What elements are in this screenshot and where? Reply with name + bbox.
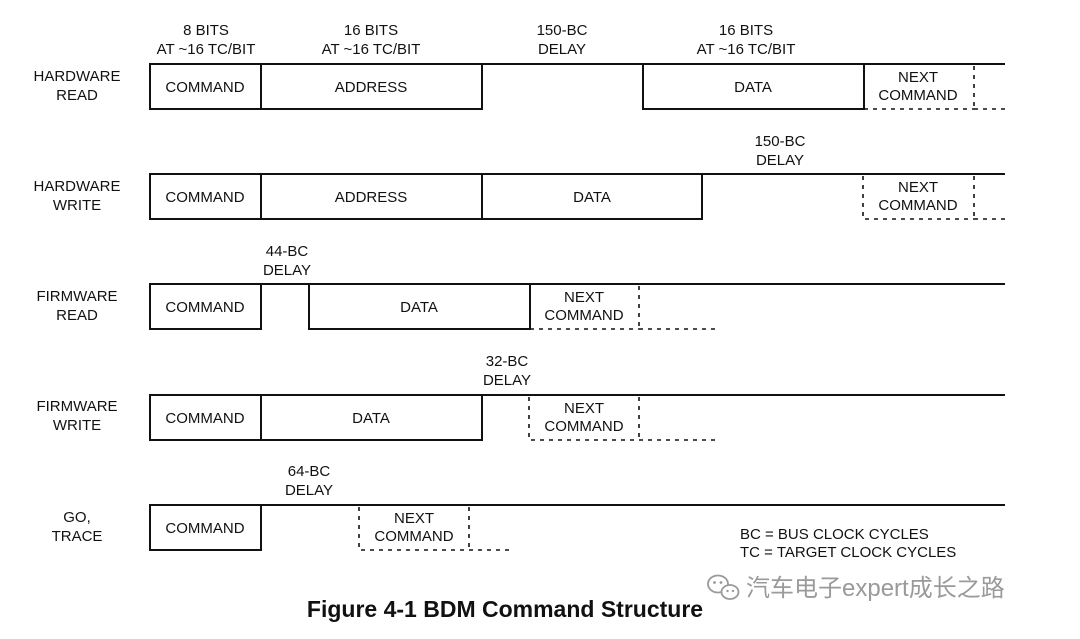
delay-label-1: 64-BC (288, 463, 331, 480)
address-bits-label-2: AT ~16 TC/BIT (322, 41, 421, 58)
next-command-dashed-outline (862, 176, 1005, 220)
delay-label-1: 32-BC (486, 353, 529, 370)
data-cell-text: DATA (400, 299, 438, 316)
delay-label-2: DELAY (285, 482, 333, 499)
delay-label-2: DELAY (263, 262, 311, 279)
data-cell-text: DATA (734, 79, 772, 96)
row-label-line-2: WRITE (53, 197, 101, 214)
figure-caption: Figure 4-1 BDM Command Structure (307, 596, 703, 622)
next-command-text-1: NEXT (898, 179, 938, 196)
row-label-line-2: READ (56, 307, 98, 324)
address-cell-text: ADDRESS (335, 79, 408, 96)
next-command-text-2: COMMAND (544, 418, 623, 435)
row-hardware-read: HARDWARE READ COMMAND ADDRESS DATA NEXT … (34, 63, 1005, 110)
delay-label-1: 44-BC (266, 243, 309, 260)
command-cell-text: COMMAND (165, 299, 244, 316)
command-cell (149, 504, 262, 551)
legend: BC = BUS CLOCK CYCLES TC = TARGET CLOCK … (740, 526, 956, 561)
row-label-line-1: GO, (63, 509, 91, 526)
next-command-dashed-outline (528, 397, 718, 441)
data-bits-label-2: AT ~16 TC/BIT (697, 41, 796, 58)
next-command-text-1: NEXT (898, 69, 938, 86)
data-cell-text: DATA (352, 410, 390, 427)
top-labels: 8 BITS AT ~16 TC/BIT 16 BITS AT ~16 TC/B… (157, 22, 796, 58)
legend-bc: BC = BUS CLOCK CYCLES (740, 526, 929, 543)
command-bits-label-1: 8 BITS (183, 22, 229, 39)
address-cell-text: ADDRESS (335, 189, 408, 206)
wechat-icon (707, 574, 740, 600)
address-cell (260, 173, 483, 220)
next-command-text-2: COMMAND (878, 87, 957, 104)
data-cell (260, 394, 483, 441)
command-cell-text: COMMAND (165, 189, 244, 206)
delay-label-1: 150-BC (755, 133, 806, 150)
row-go-trace: 64-BC DELAY GO, TRACE COMMAND NEXT COMMA… (52, 463, 1005, 551)
row-label-line-1: HARDWARE (34, 178, 121, 195)
command-cell (149, 283, 262, 330)
row-hardware-write: 150-BC DELAY HARDWARE WRITE COMMAND ADDR… (34, 133, 1005, 220)
next-command-text-1: NEXT (564, 289, 604, 306)
next-command-text-2: COMMAND (544, 307, 623, 324)
data-cell-text: DATA (573, 189, 611, 206)
row-label-line-2: READ (56, 87, 98, 104)
next-command-dashed-outline (358, 507, 514, 551)
address-bits-label-1: 16 BITS (344, 22, 398, 39)
next-command-dashed-outline (530, 286, 718, 330)
watermark: 汽车电子expert成长之路 (707, 574, 1005, 602)
data-cell (642, 63, 865, 110)
command-bits-label-2: AT ~16 TC/BIT (157, 41, 256, 58)
data-cell (481, 173, 703, 220)
command-cell-text: COMMAND (165, 410, 244, 427)
command-cell-text: COMMAND (165, 520, 244, 537)
watermark-text: 汽车电子expert成长之路 (746, 575, 1005, 602)
data-cell (308, 283, 531, 330)
next-command-dashed-outline (864, 66, 975, 110)
delay-label-2: DELAY (483, 372, 531, 389)
row-label-line-2: WRITE (53, 417, 101, 434)
row-label-line-1: FIRMWARE (36, 398, 117, 415)
data-bits-label-1: 16 BITS (719, 22, 773, 39)
row-firmware-write: 32-BC DELAY FIRMWARE WRITE COMMAND DATA … (36, 353, 1005, 441)
row-label-line-1: FIRMWARE (36, 288, 117, 305)
address-cell (260, 63, 483, 110)
row-label-line-2: TRACE (52, 528, 103, 545)
row-firmware-read: 44-BC DELAY FIRMWARE READ COMMAND DATA N… (36, 243, 1005, 330)
next-command-text-1: NEXT (564, 400, 604, 417)
next-command-text-2: COMMAND (878, 197, 957, 214)
delay-label-2: DELAY (756, 152, 804, 169)
read-delay-label-1: 150-BC (537, 22, 588, 39)
read-delay-label-2: DELAY (538, 41, 586, 58)
next-command-text-2: COMMAND (374, 528, 453, 545)
next-command-text-1: NEXT (394, 510, 434, 527)
row-label-line-1: HARDWARE (34, 68, 121, 85)
command-cell-text: COMMAND (165, 79, 244, 96)
command-cell (149, 394, 262, 441)
command-cell (149, 173, 262, 220)
legend-tc: TC = TARGET CLOCK CYCLES (740, 544, 956, 561)
